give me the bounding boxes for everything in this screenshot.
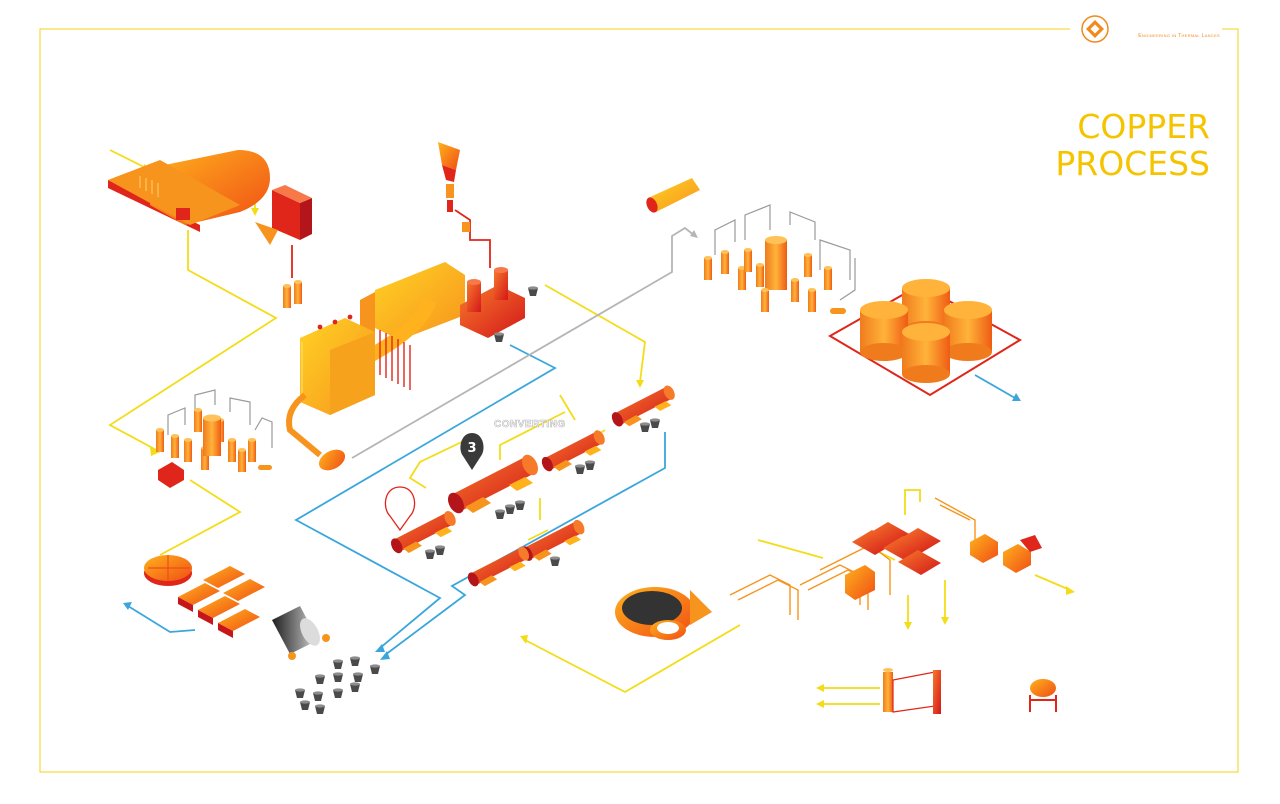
acid-plant-cylinder bbox=[646, 178, 700, 213]
feed-hopper bbox=[255, 185, 312, 245]
waste-heat-boiler bbox=[286, 314, 375, 471]
storage-tanks bbox=[828, 279, 1022, 397]
tankhouse-cells bbox=[845, 522, 1042, 600]
flow-arrowheads-blue bbox=[123, 393, 1021, 660]
slag-ladle bbox=[272, 606, 330, 660]
cathode-roll bbox=[1029, 679, 1057, 712]
diamond-logo-icon bbox=[1081, 15, 1109, 43]
electric-furnace bbox=[460, 267, 538, 342]
casting-wheel bbox=[144, 555, 192, 586]
gray-arrowhead bbox=[690, 230, 698, 238]
dryer-kiln bbox=[108, 150, 270, 232]
feed-tower bbox=[438, 142, 470, 232]
stage-pin-outline[interactable] bbox=[384, 486, 416, 532]
stage-pin-active[interactable] bbox=[460, 433, 484, 470]
frame bbox=[39, 28, 1239, 773]
stage-label: CONVERTING bbox=[494, 419, 566, 431]
flow-lines-gray bbox=[351, 226, 696, 459]
gas-cleaning-columns bbox=[156, 389, 273, 488]
gas-columns-left bbox=[283, 280, 302, 308]
flow-lines-blue bbox=[127, 344, 1016, 656]
anode-stacks bbox=[178, 566, 265, 638]
page-title-line2: PROCESS bbox=[1055, 144, 1210, 183]
flow-lines-yellow bbox=[108, 184, 1071, 705]
tankhouse-pipework bbox=[729, 497, 976, 620]
acid-plant-columns bbox=[704, 204, 856, 314]
flash-smelter bbox=[358, 262, 465, 390]
flow-lines-red bbox=[291, 209, 491, 278]
electrowinning-unit bbox=[883, 668, 941, 714]
brand-tagline: Engineering in Thermal Lances bbox=[1138, 33, 1220, 39]
anode-refining-furnace bbox=[615, 587, 712, 640]
page-title-line1: COPPER bbox=[1077, 107, 1210, 146]
stage-number: 3 bbox=[467, 441, 477, 456]
slag-buckets bbox=[295, 656, 380, 714]
